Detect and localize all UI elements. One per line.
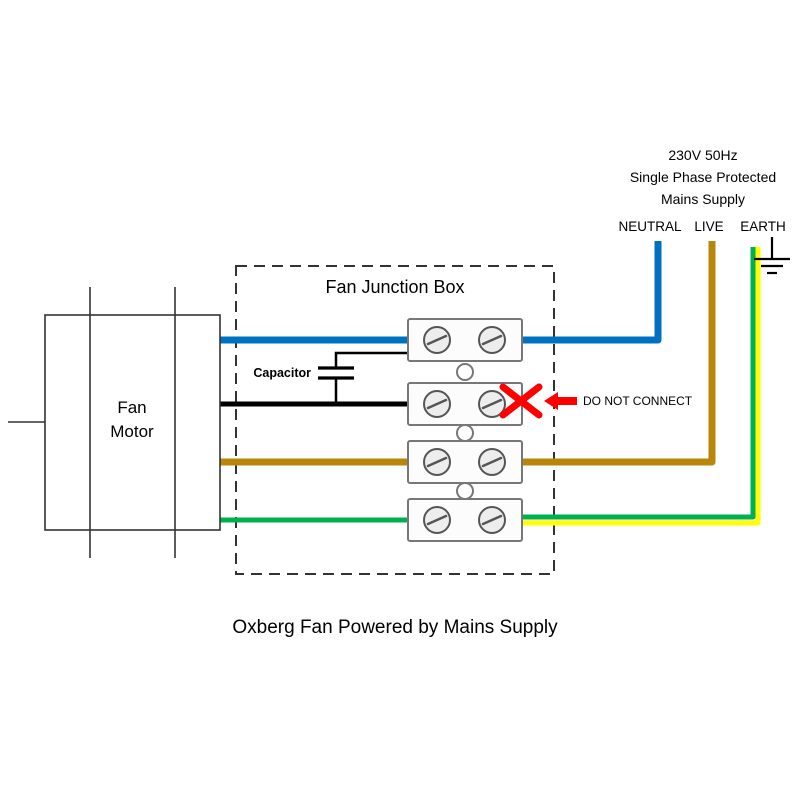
capacitor-label: Capacitor — [253, 366, 311, 380]
earth-wire-supply-segment — [518, 247, 756, 520]
screw-slot — [481, 456, 503, 468]
screw-slot — [426, 398, 448, 410]
strip-link — [456, 482, 474, 500]
screw-slot — [481, 514, 503, 526]
do-not-connect-label: DO NOT CONNECT — [583, 394, 693, 408]
screw-slot — [426, 514, 448, 526]
motor-label-line2: Motor — [110, 422, 154, 441]
supply-heading-line3: Mains Supply — [661, 191, 745, 207]
junction-box-outline — [235, 265, 555, 575]
wires — [220, 241, 761, 526]
screw-slot — [426, 456, 448, 468]
left-arrow-icon — [544, 392, 577, 410]
supply-heading-line2: Single Phase Protected — [630, 169, 776, 185]
supply-heading-line1: 230V 50Hz — [668, 147, 737, 163]
live-wire-supply-segment — [518, 241, 716, 466]
do-not-connect-warning: DO NOT CONNECT — [499, 383, 693, 419]
earth-label: EARTH — [740, 219, 786, 234]
strip-link — [456, 363, 474, 381]
screw-slot — [426, 334, 448, 346]
conductor-labels: NEUTRAL LIVE EARTH — [618, 219, 785, 234]
capacitor: Capacitor — [253, 351, 410, 404]
screw-slot — [481, 334, 503, 346]
neutral-label: NEUTRAL — [618, 219, 682, 234]
diagram-caption: Oxberg Fan Powered by Mains Supply — [232, 617, 558, 638]
fan-motor: Fan Motor — [8, 287, 221, 558]
terminal-block-black — [407, 382, 523, 426]
x-mark-stroke — [499, 383, 543, 419]
neutral-wire-supply-segment — [518, 241, 662, 344]
terminal-block-live — [407, 440, 523, 484]
motor-label-line1: Fan — [117, 398, 146, 417]
capacitor-lead-top — [334, 351, 410, 368]
terminal-block-neutral — [407, 318, 523, 362]
fan-motor-outline — [44, 314, 221, 531]
earth-wire-yellow-stripe — [518, 247, 761, 526]
terminal-strip — [407, 318, 523, 542]
live-label: LIVE — [694, 219, 723, 234]
mains-supply-heading: 230V 50Hz Single Phase Protected Mains S… — [630, 147, 776, 207]
earth-ground-icon — [754, 237, 790, 275]
terminal-block-earth — [407, 498, 523, 542]
strip-link — [456, 424, 474, 442]
screw-slot — [481, 398, 503, 410]
junction-box-label: Fan Junction Box — [325, 277, 464, 297]
fan-junction-box: Fan Junction Box — [235, 265, 555, 575]
